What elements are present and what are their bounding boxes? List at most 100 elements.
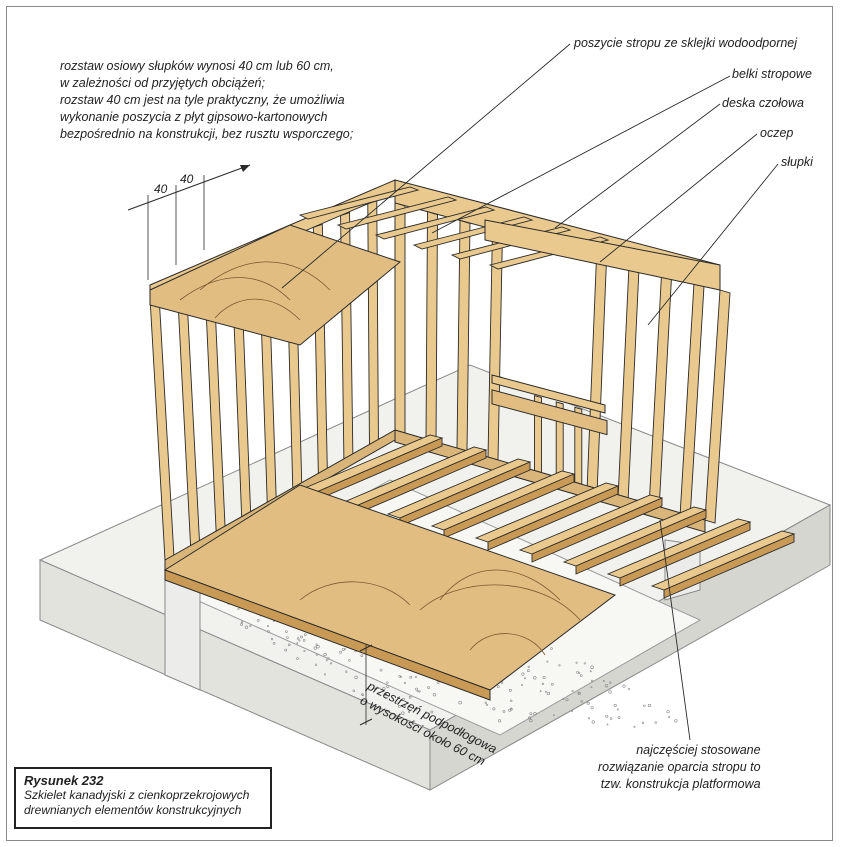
gravel-dot: [284, 648, 288, 652]
leader-platform: [659, 519, 691, 741]
label-joists: belki stropowe: [732, 67, 812, 81]
gravel-dot: [544, 690, 547, 693]
gravel-dot: [315, 643, 318, 646]
gravel-dot: [313, 646, 317, 650]
label-platform: najczęściej stosowane rozwiązanie oparci…: [598, 742, 761, 793]
gravel-dot: [641, 721, 645, 725]
gravel-dot: [527, 665, 530, 668]
gravel-dot: [541, 682, 545, 686]
gravel-dot: [354, 675, 358, 680]
gravel-dot: [591, 720, 595, 724]
gravel-dot: [416, 689, 419, 693]
gravel-dot: [427, 686, 430, 689]
gravel-dot: [345, 670, 348, 673]
stud: [367, 200, 379, 446]
gravel-dot: [590, 679, 594, 683]
gravel-dot: [608, 690, 612, 694]
gravel-dot: [542, 675, 546, 680]
gravel-dot: [654, 721, 657, 724]
gravel-dot: [552, 714, 555, 717]
crawlspace-dimension: [359, 644, 373, 726]
gravel-dot: [492, 707, 496, 711]
gravel-dot: [296, 637, 300, 640]
gravel-dot: [500, 681, 504, 685]
gravel-dot: [249, 624, 252, 627]
gravel-dot: [315, 653, 319, 656]
gravel-dot: [244, 625, 249, 629]
stud: [704, 289, 731, 524]
gravel-dot: [404, 704, 407, 707]
gravel-dot: [486, 703, 489, 706]
rim-board: [484, 219, 721, 291]
floor-joist-side: [619, 521, 751, 587]
caption-line: Szkielet kanadyjski z cienkoprzekrojowyc…: [24, 788, 250, 802]
figure-caption: Rysunek 232 Szkielet kanadyjski z cienko…: [14, 767, 272, 829]
note-line: bezpośrednio na konstrukcji, bez rusztu …: [60, 127, 354, 141]
platform-line: najczęściej stosowane: [636, 743, 761, 757]
gravel-dot: [361, 694, 364, 697]
gravel-dot: [324, 673, 326, 676]
gravel-dot: [609, 717, 613, 720]
gravel-dot: [580, 700, 584, 703]
gravel-dot: [430, 710, 434, 714]
gravel-dot: [577, 691, 581, 696]
gravel-dot: [570, 709, 574, 713]
stud-spacing-dimension: 40 40: [127, 164, 251, 280]
gravel-dot: [587, 717, 590, 720]
leader-studs: [647, 163, 779, 326]
gravel-dot: [408, 710, 411, 713]
gravel-dot: [298, 639, 301, 642]
gravel-dot: [666, 710, 670, 714]
gravel-dot: [296, 657, 299, 660]
gravel-dot: [533, 712, 537, 716]
gravel-dot: [285, 630, 288, 633]
gravel-dot: [602, 679, 605, 683]
ceiling-joist: [374, 206, 496, 240]
gravel-dot: [550, 647, 553, 650]
floor-joist-side: [663, 533, 795, 599]
gravel-dot: [590, 686, 593, 689]
leader-sheathing: [281, 43, 571, 289]
gravel-dot: [527, 669, 530, 673]
gravel-dot: [348, 659, 351, 662]
stud: [394, 202, 406, 434]
gravel-dot: [558, 664, 561, 667]
gravel-dot: [267, 630, 270, 633]
gravel-dot: [510, 707, 513, 710]
gravel-dot: [401, 711, 405, 715]
floor-joist-side: [531, 497, 663, 563]
gravel-dot: [436, 681, 440, 684]
platform-line: tzw. konstrukcja platformowa: [600, 777, 761, 791]
gravel-dot: [550, 682, 554, 686]
leader-lines: [281, 43, 779, 741]
gravel-dot: [571, 689, 574, 693]
gravel-dot: [330, 662, 333, 665]
gravel-dot: [633, 725, 636, 728]
label-header: oczep: [760, 126, 794, 140]
gravel-dot: [323, 652, 327, 657]
caption-title: Rysunek 232: [24, 773, 104, 788]
gravel-dot: [674, 719, 678, 723]
gravel-dot: [528, 716, 531, 720]
gravel-dot: [399, 675, 402, 678]
gravel-dot: [546, 691, 551, 696]
gravel-dot: [272, 641, 276, 645]
gravel-dot: [300, 635, 303, 639]
ceiling-joist: [298, 186, 420, 220]
wood-grain: [299, 569, 581, 656]
gravel-dot: [604, 684, 609, 688]
dim-label-2: 40: [180, 172, 194, 186]
gravel-dot: [508, 688, 512, 692]
gravel-dot: [288, 643, 291, 647]
gravel-dot: [627, 687, 630, 691]
gravel-dot: [256, 619, 260, 622]
page-frame: [6, 6, 833, 841]
gravel-dot: [432, 693, 436, 697]
gravel-dot: [524, 677, 526, 680]
gravel-dot: [383, 692, 388, 697]
floor-sheathing: [163, 484, 617, 701]
gravel-dot: [579, 674, 583, 677]
gravel-dot: [325, 659, 328, 662]
